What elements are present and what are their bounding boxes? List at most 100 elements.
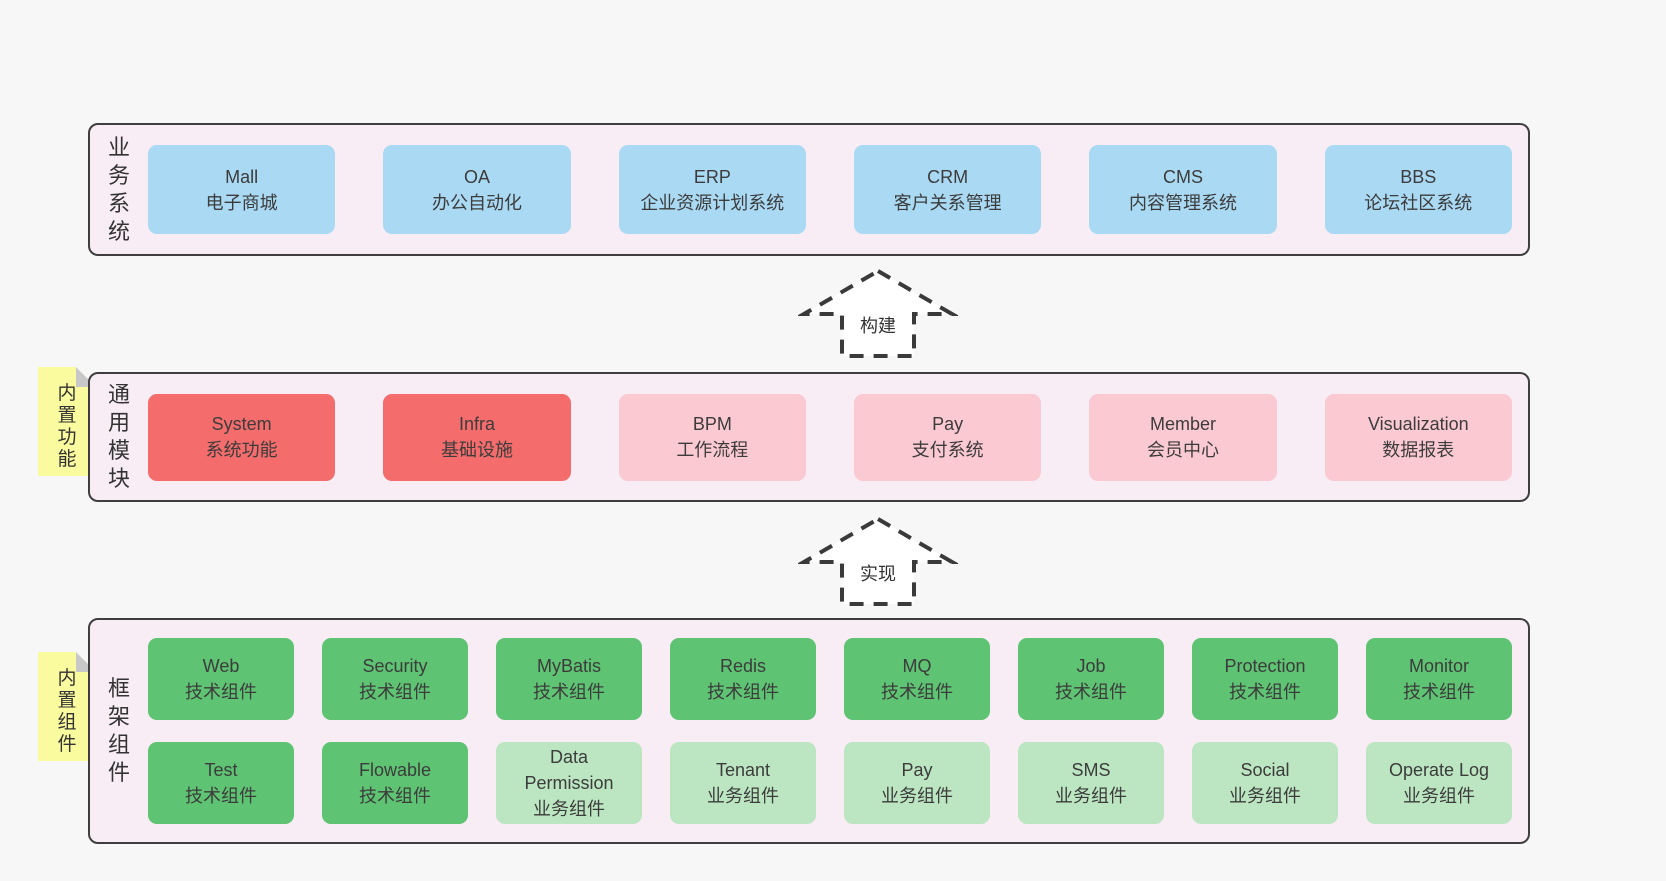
box-title: Member xyxy=(1149,414,1216,434)
box-data-permission: Data Permission 业务组件 xyxy=(496,742,642,824)
box-visualization: Visualization 数据报表 xyxy=(1324,393,1512,481)
box-subtitle: 技术组件 xyxy=(533,682,605,702)
box-subtitle: 论坛社区系统 xyxy=(1364,192,1473,213)
box-title: Web xyxy=(202,656,240,676)
box-title: SMS xyxy=(1071,760,1111,780)
box-member: Member 会员中心 xyxy=(1089,393,1277,481)
box-web: Web 技术组件 xyxy=(148,638,294,720)
arrow-implement: 实现 xyxy=(798,516,958,608)
box-crm: CRM 客户关系管理 xyxy=(853,145,1042,234)
box-title: CMS xyxy=(1162,166,1203,187)
box-title: Infra xyxy=(458,414,495,434)
box-title: ERP xyxy=(693,166,731,187)
box-title: Social xyxy=(1240,760,1290,780)
box-subtitle: 工作流程 xyxy=(676,440,749,460)
box-title: Pay xyxy=(932,414,964,434)
box-operate-log: Operate Log 业务组件 xyxy=(1366,742,1512,824)
box-cms: CMS 内容管理系统 xyxy=(1089,145,1277,234)
box-job: Job 技术组件 xyxy=(1018,638,1164,720)
band-business-systems-label: 业务系统 xyxy=(107,134,130,244)
box-subtitle: 数据报表 xyxy=(1382,440,1455,460)
box-title: Visualization xyxy=(1367,414,1469,434)
sticky-note-built-in-components-label: 内置组件 xyxy=(57,668,77,755)
box-subtitle: 技术组件 xyxy=(185,682,257,702)
box-title: Monitor xyxy=(1408,656,1470,676)
box-title: Job xyxy=(1076,656,1106,676)
box-subtitle: 电子商城 xyxy=(205,192,278,213)
box-subtitle: 客户关系管理 xyxy=(893,192,1002,213)
box-title: Security xyxy=(362,656,428,676)
box-title: BBS xyxy=(1400,166,1437,187)
box-title: Flowable xyxy=(358,760,432,780)
box-redis: Redis 技术组件 xyxy=(670,638,816,720)
box-title: Redis xyxy=(719,656,767,676)
box-social: Social 业务组件 xyxy=(1192,742,1338,824)
box-title: BPM xyxy=(692,414,732,434)
box-subtitle: 业务组件 xyxy=(1055,786,1127,806)
box-subtitle: 技术组件 xyxy=(359,682,431,702)
box-sms: SMS 业务组件 xyxy=(1018,742,1164,824)
box-title: OA xyxy=(463,166,490,187)
box-subtitle: 技术组件 xyxy=(1229,682,1301,702)
arrow-implement-label: 实现 xyxy=(855,560,901,586)
band-common-modules: 通用模块 System 系统功能 Infra 基础设施 BPM 工作流程 Pay 支付系统 Me… xyxy=(88,372,1530,502)
box-subtitle: 业务组件 xyxy=(1403,786,1475,806)
band-framework-components-label: 框架组件 xyxy=(107,676,130,785)
box-subtitle: 业务组件 xyxy=(533,799,605,819)
arrow-build: 构建 xyxy=(798,268,958,360)
common-modules-boxes: System 系统功能 Infra 基础设施 BPM 工作流程 Pay 支付系统 Member 会… xyxy=(148,393,1512,481)
box-title: Protection xyxy=(1224,656,1306,676)
box-flowable: Flowable 技术组件 xyxy=(322,742,468,824)
box-tenant: Tenant 业务组件 xyxy=(670,742,816,824)
box-bpm: BPM 工作流程 xyxy=(618,393,806,481)
box-subtitle: 技术组件 xyxy=(1055,682,1127,702)
box-bbs: BBS 论坛社区系统 xyxy=(1324,145,1512,234)
box-system: System 系统功能 xyxy=(148,393,336,481)
box-subtitle: 技术组件 xyxy=(1403,682,1475,702)
business-systems-boxes: Mall 电子商城 OA 办公自动化 ERP 企业资源计划系统 CRM 客户关系管理 CMS 内容… xyxy=(148,145,1512,234)
sticky-note-built-in-features-label: 内置功能 xyxy=(57,383,77,470)
box-oa: OA 办公自动化 xyxy=(383,145,571,234)
box-subtitle: 技术组件 xyxy=(185,786,257,806)
sticky-note-built-in-components: 内置组件 xyxy=(38,652,96,761)
box-mybatis: MyBatis 技术组件 xyxy=(496,638,642,720)
box-test: Test 技术组件 xyxy=(148,742,294,824)
band-common-modules-label: 通用模块 xyxy=(107,382,130,491)
box-subtitle: 支付系统 xyxy=(911,440,984,460)
box-title: Operate Log xyxy=(1388,760,1490,780)
box-infra: Infra 基础设施 xyxy=(383,393,571,481)
box-subtitle: 企业资源计划系统 xyxy=(640,192,785,213)
box-subtitle: 业务组件 xyxy=(707,786,779,806)
box-subtitle: 技术组件 xyxy=(707,682,779,702)
box-title: System xyxy=(211,414,272,434)
box-monitor: Monitor 技术组件 xyxy=(1366,638,1512,720)
box-mall: Mall 电子商城 xyxy=(148,145,336,234)
box-erp: ERP 企业资源计划系统 xyxy=(618,145,806,234)
box-title: Data Permission xyxy=(524,747,614,793)
box-subtitle: 业务组件 xyxy=(881,786,953,806)
box-subtitle: 会员中心 xyxy=(1146,440,1219,460)
box-subtitle: 技术组件 xyxy=(359,786,431,806)
box-title: Mall xyxy=(225,166,259,187)
box-pay: Pay 业务组件 xyxy=(844,742,990,824)
box-subtitle: 办公自动化 xyxy=(431,192,522,213)
box-pay: Pay 支付系统 xyxy=(853,393,1042,481)
box-protection: Protection 技术组件 xyxy=(1192,638,1338,720)
box-title: Test xyxy=(204,760,238,780)
box-subtitle: 基础设施 xyxy=(440,440,513,460)
box-subtitle: 技术组件 xyxy=(881,682,953,702)
box-title: CRM xyxy=(927,166,969,187)
box-subtitle: 业务组件 xyxy=(1229,786,1301,806)
box-title: MQ xyxy=(902,656,932,676)
box-title: Pay xyxy=(901,760,933,780)
box-subtitle: 系统功能 xyxy=(205,440,278,460)
arrow-build-label: 构建 xyxy=(855,312,901,338)
box-subtitle: 内容管理系统 xyxy=(1128,192,1237,213)
band-business-systems: 业务系统 Mall 电子商城 OA 办公自动化 ERP 企业资源计划系统 CRM 客户关系管理… xyxy=(88,123,1530,256)
box-mq: MQ 技术组件 xyxy=(844,638,990,720)
box-title: MyBatis xyxy=(536,656,601,676)
box-title: Tenant xyxy=(715,760,771,780)
